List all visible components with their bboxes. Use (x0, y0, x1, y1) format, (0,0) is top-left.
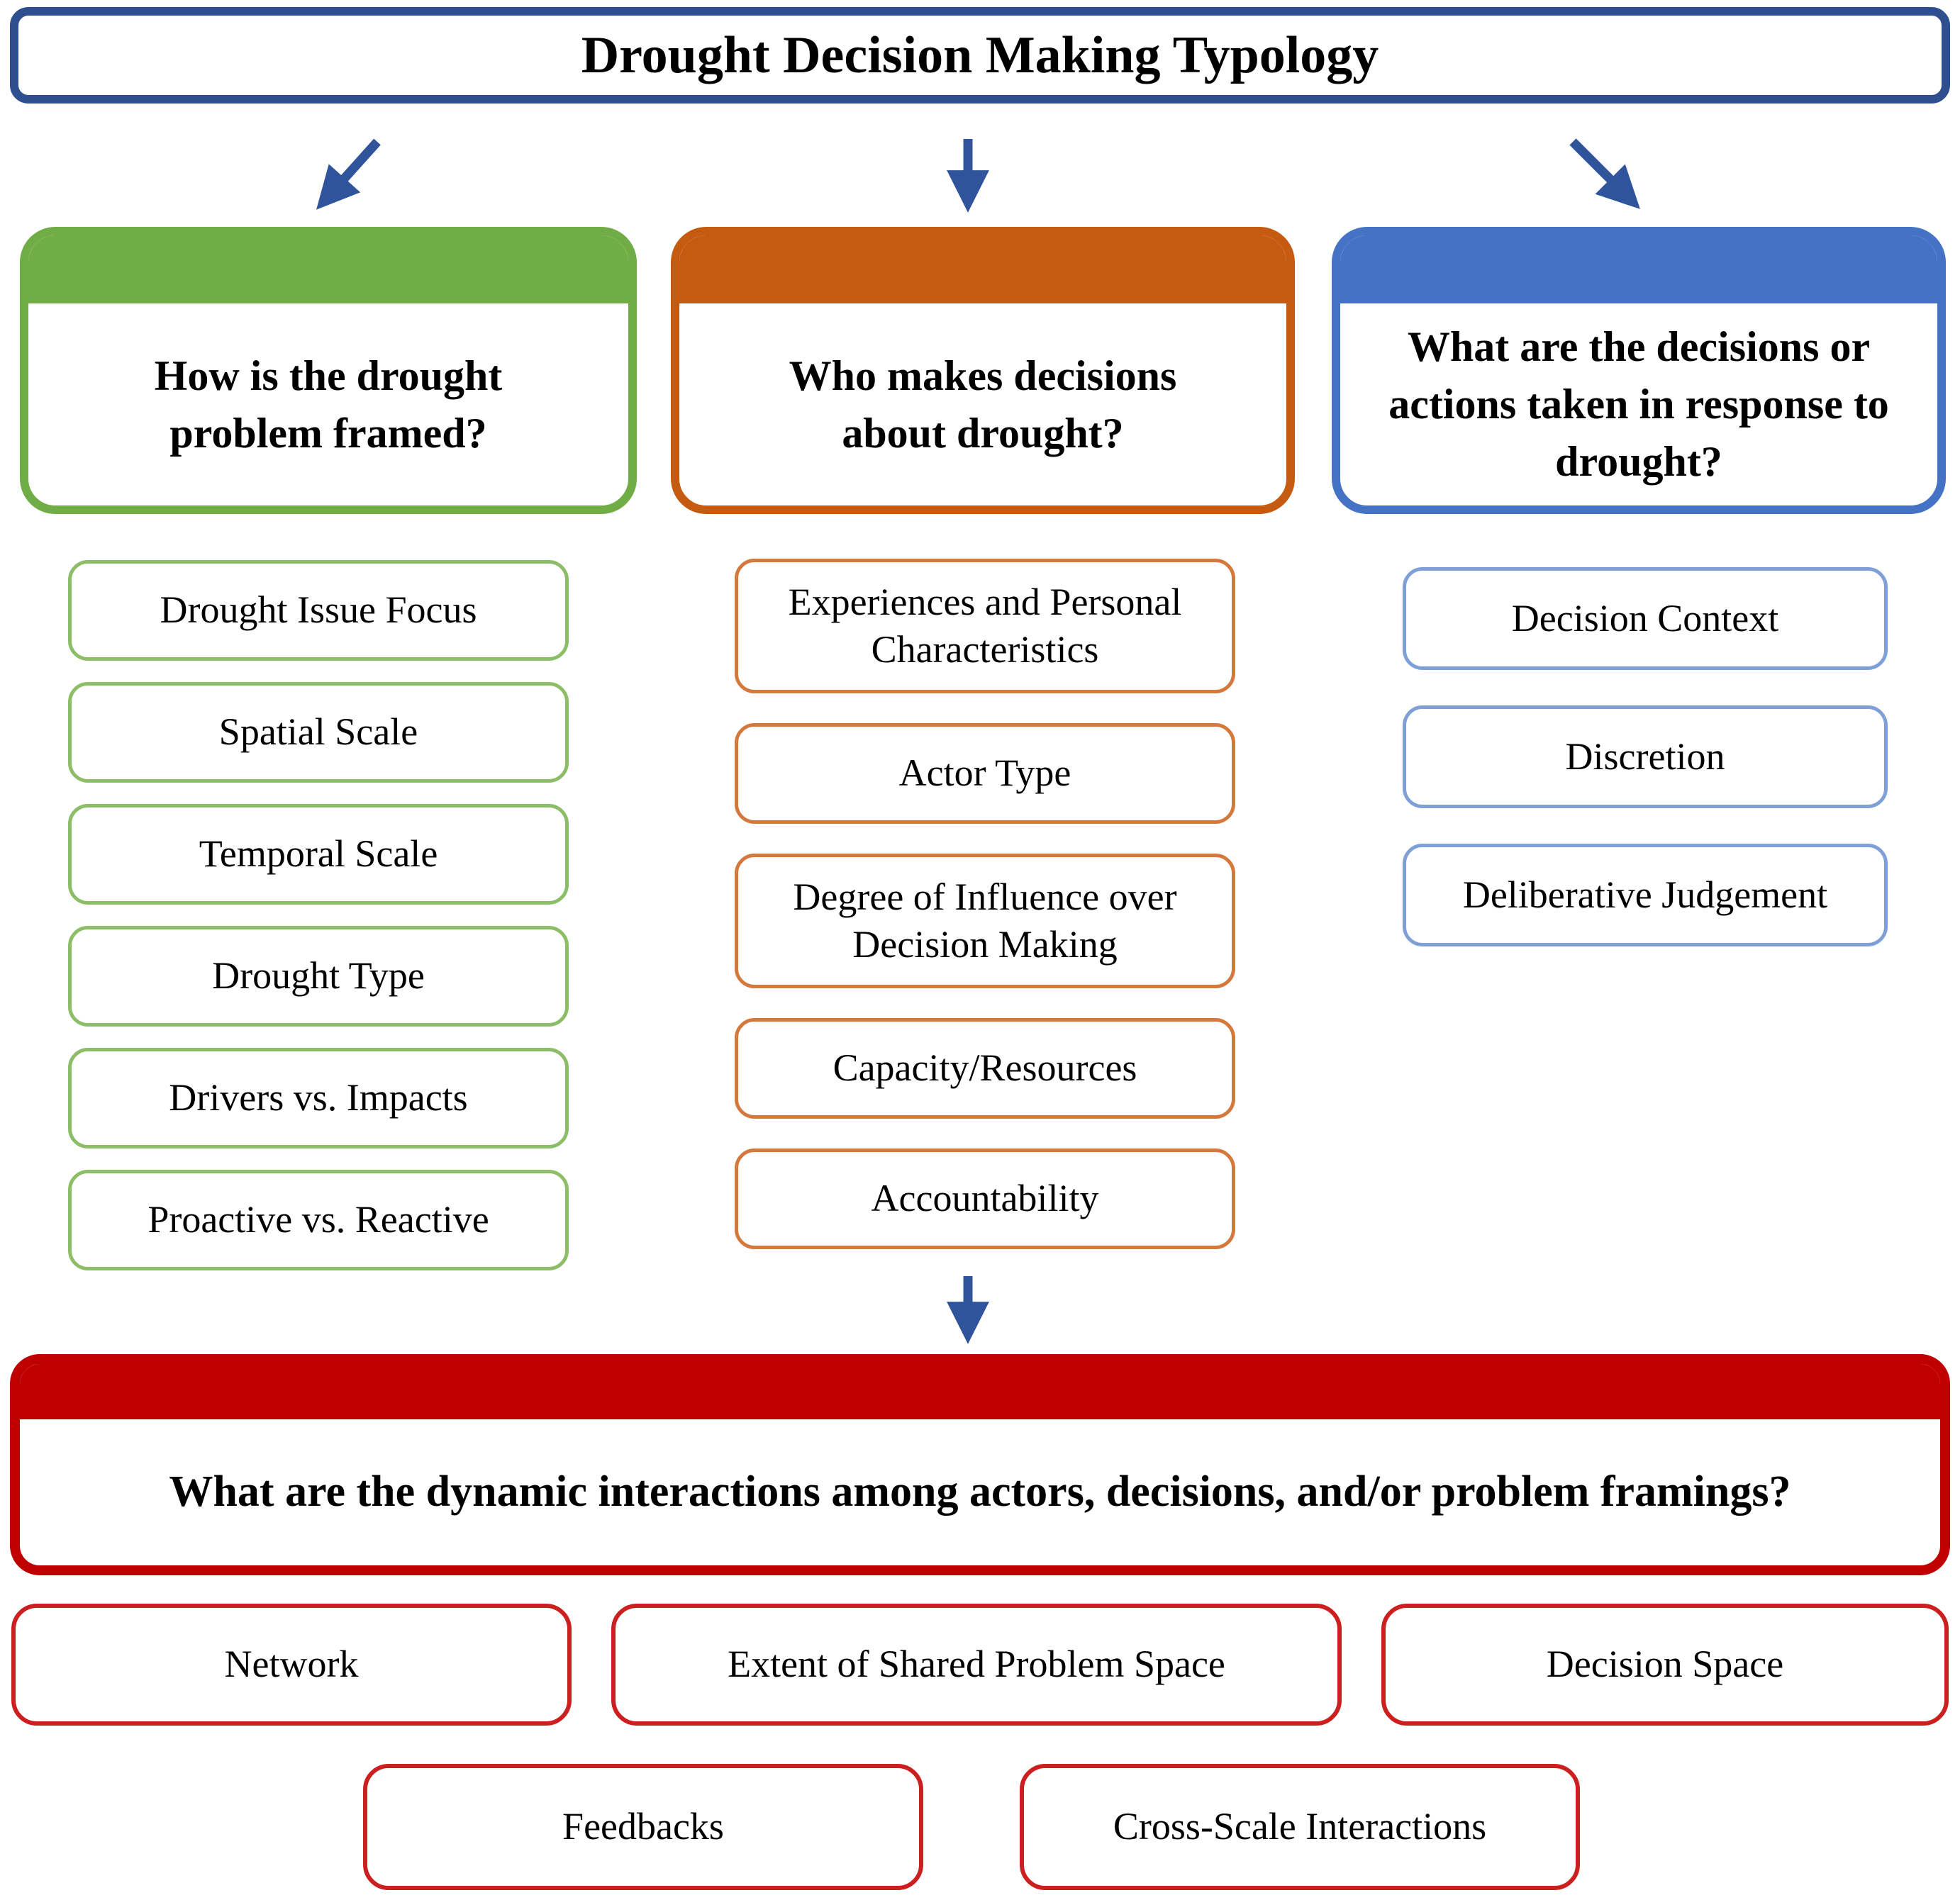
item-actor-type: Actor Type (735, 723, 1235, 824)
item-decision-context: Decision Context (1403, 567, 1888, 670)
item-network: Network (11, 1604, 572, 1726)
item-drought-type: Drought Type (68, 926, 569, 1027)
item-label: Proactive vs. Reactive (147, 1198, 489, 1241)
actors-question-text: Who makes decisions about drought? (789, 352, 1177, 457)
item-label: Experiences and Personal Characteristics (788, 580, 1182, 671)
item-discretion: Discretion (1403, 705, 1888, 808)
item-degree-of-influence: Degree of Influence over Decision Making (735, 854, 1235, 988)
diagram-title: Drought Decision Making Typology (581, 26, 1379, 84)
framing-question-text: How is the drought problem framed? (154, 352, 503, 457)
decisions-header-card: What are the decisions or actions taken … (1332, 227, 1946, 514)
item-label: Accountability (871, 1177, 1099, 1220)
item-label: Spatial Scale (218, 710, 418, 754)
interactions-question: What are the dynamic interactions among … (20, 1419, 1940, 1565)
item-spatial-scale: Spatial Scale (68, 682, 569, 783)
item-label: Temporal Scale (199, 832, 438, 876)
item-label: Drought Type (212, 954, 425, 998)
item-decision-space: Decision Space (1381, 1604, 1949, 1726)
item-label: Deliberative Judgement (1462, 873, 1828, 916)
interactions-header-band (20, 1364, 1940, 1419)
decisions-header-band (1340, 235, 1937, 303)
item-label: Extent of Shared Problem Space (728, 1643, 1225, 1686)
item-deliberative-judgement: Deliberative Judgement (1403, 844, 1888, 946)
framing-header-band (28, 235, 628, 303)
item-feedbacks: Feedbacks (363, 1764, 923, 1890)
item-label: Degree of Influence over Decision Making (793, 875, 1177, 966)
item-label: Drivers vs. Impacts (169, 1076, 468, 1119)
interactions-question-text: What are the dynamic interactions among … (169, 1468, 1791, 1516)
item-drivers-vs-impacts: Drivers vs. Impacts (68, 1048, 569, 1149)
item-capacity-resources: Capacity/Resources (735, 1018, 1235, 1119)
arrow-down-right-icon (1569, 138, 1640, 209)
title-box: Drought Decision Making Typology (10, 7, 1950, 104)
item-label: Decision Context (1511, 596, 1779, 639)
item-proactive-vs-reactive: Proactive vs. Reactive (68, 1170, 569, 1270)
item-experiences-personal-characteristics: Experiences and Personal Characteristics (735, 559, 1235, 693)
item-label: Drought Issue Focus (160, 588, 477, 632)
item-label: Capacity/Resources (833, 1046, 1137, 1090)
item-label: Cross-Scale Interactions (1113, 1805, 1487, 1848)
decisions-question-text: What are the decisions or actions taken … (1388, 323, 1889, 485)
item-drought-issue-focus: Drought Issue Focus (68, 560, 569, 661)
framing-header-card: How is the drought problem framed? (20, 227, 637, 514)
arrow-down-left-icon (316, 138, 381, 210)
item-label: Decision Space (1546, 1643, 1784, 1686)
actors-header-band (679, 235, 1286, 303)
item-accountability: Accountability (735, 1149, 1235, 1249)
interactions-card: What are the dynamic interactions among … (10, 1354, 1950, 1575)
item-temporal-scale: Temporal Scale (68, 804, 569, 905)
item-label: Discretion (1565, 734, 1725, 778)
item-label: Network (224, 1643, 359, 1686)
actors-header-card: Who makes decisions about drought? (671, 227, 1295, 514)
framing-question: How is the drought problem framed? (28, 303, 628, 505)
decisions-question: What are the decisions or actions taken … (1340, 303, 1937, 505)
item-label: Feedbacks (562, 1805, 724, 1848)
actors-question: Who makes decisions about drought? (679, 303, 1286, 505)
item-extent-shared-problem-space: Extent of Shared Problem Space (611, 1604, 1342, 1726)
item-cross-scale-interactions: Cross-Scale Interactions (1020, 1764, 1580, 1890)
item-label: Actor Type (898, 751, 1071, 795)
